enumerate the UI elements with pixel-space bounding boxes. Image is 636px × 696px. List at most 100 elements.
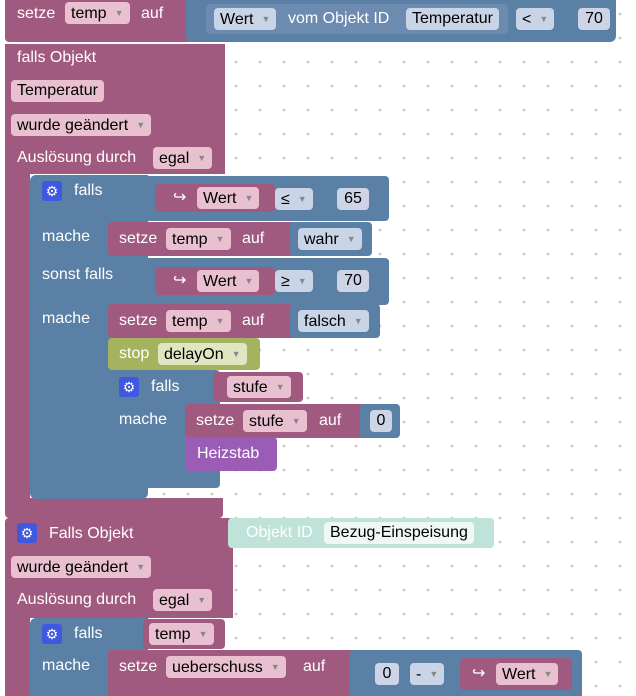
do-label-2: mache <box>42 310 91 327</box>
boolean-block[interactable]: wahr▼ <box>290 222 372 256</box>
local-var-block[interactable]: ↪ Wert▼ <box>460 658 572 690</box>
value-dropdown[interactable]: Wert▼ <box>197 187 260 209</box>
chevron-down-icon: ▼ <box>539 14 549 24</box>
value-name: Wert <box>203 190 237 207</box>
math-block[interactable]: 0 -▼ ↪ Wert▼ <box>350 650 582 696</box>
local-var-block[interactable]: ↪ Wert▼ <box>155 184 275 212</box>
changed-dropdown[interactable]: wurde geändert ▼ <box>11 556 152 578</box>
number-field[interactable]: 0 <box>375 663 399 685</box>
gear-icon[interactable]: ⚙ <box>17 523 37 543</box>
gear-icon[interactable]: ⚙ <box>42 181 62 201</box>
compare-block-2[interactable]: ↪ Wert▼ ≥▼ 70 <box>130 258 389 305</box>
do-label: mache <box>119 411 168 428</box>
comparison-op-dropdown[interactable]: <▼ <box>516 8 555 30</box>
arrow-icon: ↪ <box>173 272 187 289</box>
triggered-by-value: egal <box>159 150 190 167</box>
of-object-label: vom Objekt ID <box>288 10 390 27</box>
op-value: - <box>416 666 422 683</box>
chevron-down-icon: ▼ <box>543 669 553 679</box>
chevron-down-icon: ▼ <box>297 194 307 204</box>
set-variable-block[interactable]: setze ueberschuss▼ auf <box>108 650 358 696</box>
number-field[interactable]: 65 <box>337 188 369 210</box>
number-field[interactable]: 70 <box>578 8 610 30</box>
to-label: auf <box>319 412 342 429</box>
comparison-op-dropdown[interactable]: ≥▼ <box>275 270 313 292</box>
boolean-block[interactable]: falsch▼ <box>290 304 380 338</box>
to-label: auf <box>242 230 265 247</box>
chevron-down-icon: ▼ <box>244 276 254 286</box>
boolean-dropdown[interactable]: falsch▼ <box>298 310 369 332</box>
math-op-dropdown[interactable]: -▼ <box>410 663 445 685</box>
triggered-by-dropdown[interactable]: egal▼ <box>153 147 213 169</box>
set-label: setze <box>119 230 158 247</box>
variable-name: stufe <box>249 413 284 430</box>
set-variable-block[interactable]: setze temp▼ auf <box>108 304 300 338</box>
gear-icon[interactable]: ⚙ <box>42 624 62 644</box>
stop-block[interactable]: stop delayOn▼ <box>108 338 260 370</box>
number-field[interactable]: 70 <box>337 270 369 292</box>
to-label: auf <box>242 312 265 329</box>
if-label: falls <box>151 378 180 395</box>
set-variable-block[interactable]: setze temp ▼ auf <box>108 222 300 256</box>
trigger-block-2[interactable]: ⚙ Falls Objekt wurde geändert▼ Auslösung… <box>5 518 233 618</box>
variable-dropdown[interactable]: ueberschuss▼ <box>166 656 286 678</box>
chevron-down-icon: ▼ <box>215 234 225 244</box>
to-label: auf <box>303 658 326 675</box>
variable-dropdown[interactable]: temp▼ <box>166 310 231 332</box>
function-name: Heizstab <box>197 445 260 462</box>
set-variable-block[interactable]: setze temp ▼ auf <box>5 0 197 42</box>
chevron-down-icon: ▼ <box>429 669 439 679</box>
number-block[interactable]: 0 <box>360 404 400 438</box>
stop-value: delayOn <box>164 346 224 363</box>
object-id-field[interactable]: Temperatur <box>406 8 499 30</box>
value-name: Wert <box>502 666 536 683</box>
variable-dropdown[interactable]: temp▼ <box>149 623 214 645</box>
trigger-block[interactable]: falls Objekt Temperatur wurde geändert▼ … <box>5 44 225 174</box>
variable-name: temp <box>172 231 208 248</box>
value-dropdown[interactable]: Wert▼ <box>197 270 260 292</box>
variable-dropdown[interactable]: temp ▼ <box>65 2 130 24</box>
chevron-down-icon: ▼ <box>136 562 146 572</box>
variable-dropdown[interactable]: temp ▼ <box>166 228 231 250</box>
op-value: ≥ <box>281 273 290 290</box>
if-label: falls <box>74 182 103 199</box>
variable-name: temp <box>172 313 208 330</box>
triggered-by-label: Auslösung durch <box>17 591 137 608</box>
variable-get-block[interactable]: stufe▼ <box>213 372 303 402</box>
changed-value: wurde geändert <box>17 559 129 576</box>
chevron-down-icon: ▼ <box>114 8 124 18</box>
triggered-by-dropdown[interactable]: egal▼ <box>153 589 213 611</box>
stop-dropdown[interactable]: delayOn ▼ <box>158 343 247 365</box>
comparison-op-dropdown[interactable]: ≤▼ <box>275 188 313 210</box>
local-var-block[interactable]: ↪ Wert▼ <box>155 267 275 295</box>
value-of-object-block[interactable]: Wert▼ vom Objekt ID Temperatur <box>206 4 508 34</box>
object-id-field[interactable]: Bezug-Einspeisung <box>324 522 474 544</box>
value-dropdown[interactable]: Wert▼ <box>214 8 277 30</box>
set-variable-block[interactable]: setze stufe▼ auf <box>185 404 368 438</box>
object-id-block[interactable]: Objekt ID Bezug-Einspeisung <box>228 518 494 548</box>
trigger-body-spine <box>5 174 30 510</box>
gear-icon[interactable]: ⚙ <box>119 377 139 397</box>
variable-dropdown[interactable]: stufe▼ <box>243 410 307 432</box>
number-field[interactable]: 0 <box>370 410 392 432</box>
value-dropdown[interactable]: Wert ▼ <box>496 663 559 685</box>
variable-dropdown[interactable]: stufe▼ <box>227 376 291 398</box>
variable-name: stufe <box>233 379 268 396</box>
triggered-by-label: Auslösung durch <box>17 149 137 166</box>
triggered-by-value: egal <box>159 592 190 609</box>
variable-name: temp <box>71 5 107 22</box>
function-call-block[interactable]: Heizstab <box>185 437 277 471</box>
get-value-block[interactable]: Wert▼ vom Objekt ID Temperatur <▼ 70 <box>186 0 616 42</box>
op-value: < <box>522 11 532 28</box>
to-label: auf <box>141 5 164 22</box>
boolean-value: falsch <box>304 313 346 330</box>
chevron-down-icon: ▼ <box>136 120 146 130</box>
chevron-down-icon: ▼ <box>231 349 241 359</box>
boolean-dropdown[interactable]: wahr▼ <box>298 228 362 250</box>
changed-dropdown[interactable]: wurde geändert▼ <box>11 114 152 136</box>
object-field[interactable]: Temperatur <box>11 80 104 102</box>
compare-block-1[interactable]: ↪ Wert▼ ≤▼ 65 <box>143 176 389 221</box>
chevron-down-icon: ▼ <box>261 14 271 24</box>
set-label: setze <box>17 5 56 22</box>
variable-get-block[interactable]: temp▼ <box>143 619 225 649</box>
